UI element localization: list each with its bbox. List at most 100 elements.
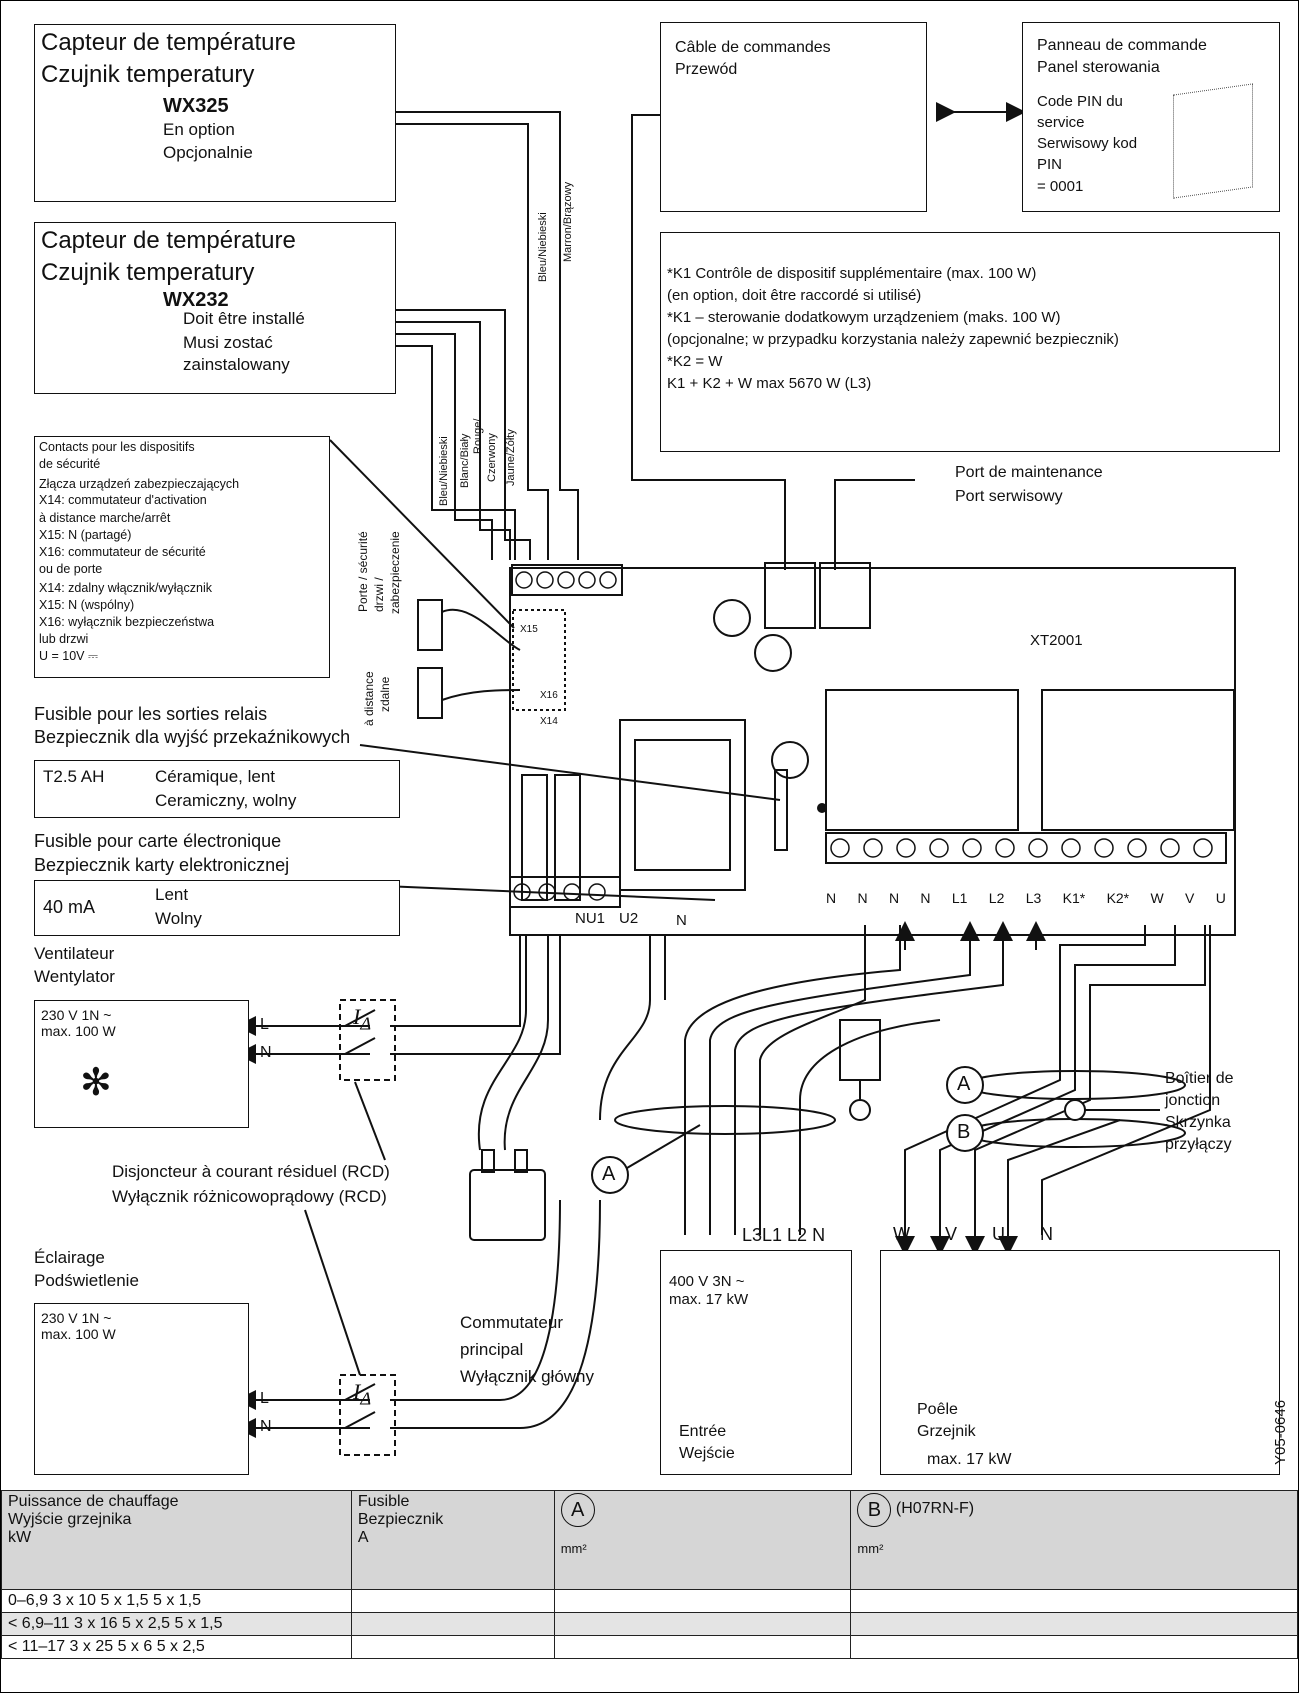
k1-note-2: (en option, doit être raccordé si utilis… [667,287,922,304]
pin-line-2: service [1037,114,1085,131]
control-cable-box: Câble de commandes Przewód [660,22,927,212]
fan-spec-2: max. 100 W [41,1023,116,1039]
input-spec-1: 400 V 3N ~ [669,1273,745,1290]
contacts-line: lub drzwi [39,632,89,646]
relay-fuse-desc-fr: Céramique, lent [155,767,276,786]
cable-a-label: A [957,1073,971,1095]
wire-label-red-fr: Rouge/ [472,418,484,454]
x15-label: X15 [520,624,538,635]
heater-box: Poêle Grzejnik max. 17 kW [880,1250,1280,1475]
input-spec-2: max. 17 kW [669,1291,749,1308]
wire-wx325-a [396,111,579,560]
heater-label-pl: Grzejnik [917,1423,976,1440]
terminal-u2-label: U2 [619,910,639,927]
light-title-pl: Podświetlenie [34,1271,139,1290]
k1-note-3: *K1 – sterowanie dodatkowym urządzeniem … [667,309,1061,326]
sensor2-required-fr: Doit être installé [183,309,305,328]
fan-icon: ✻ [80,1062,112,1104]
relay-fuse-rating: T2.5 AH [43,767,105,786]
fan-title-pl: Wentylator [34,967,115,986]
junction-label-4: przyłączy [1165,1136,1232,1153]
k1-note-box: *K1 Contrôle de dispositif supplémentair… [660,232,1280,452]
main-switch-pl: Wyłącznik główny [460,1367,594,1386]
sensor2-required-pl2: zainstalowany [183,355,290,374]
input-label-pl: Wejście [679,1445,735,1462]
contacts-line: X15: N (partagé) [39,528,132,542]
main-switch-fr-1: Commutateur [460,1313,563,1332]
wire-label-red-pl: Czerwony [486,433,498,482]
board-fuse-desc-pl: Wolny [155,909,202,928]
wire-wx325-b [396,123,549,560]
terminal-label: L3 [1025,890,1042,906]
junction-label-2: jonction [1165,1092,1221,1109]
terminal-label: U [1215,890,1226,906]
contacts-line: Złącza urządzeń zabezpieczających [39,477,240,491]
wire-label-brown: Marron/Brązowy [562,181,574,262]
sensor1-option-pl: Opcjonalnie [163,143,253,162]
terminal-label: W [1150,890,1164,906]
contacts-line: Contacts pour les dispositifs [39,440,195,454]
heater-terminal: U [991,1224,1005,1244]
contacts-line: X16: wyłącznik bezpieczeństwa [39,615,215,629]
service-port-pl: Port serwisowy [955,488,1063,505]
contacts-line: X16: commutateur de sécurité [39,545,206,559]
sensor-wx325-box: Capteur de température Czujnik temperatu… [34,24,396,202]
fan-l-label: L [260,1016,269,1033]
sensor2-required-pl: Musi zostać [183,333,273,352]
fan-box: 230 V 1N ~ max. 100 W ✻ [34,1000,249,1128]
light-title-fr: Éclairage [34,1248,105,1267]
sensor2-title-pl: Czujnik temperatury [41,259,255,286]
rcd-label-fr: Disjoncteur à courant résiduel (RCD) [112,1162,390,1181]
terminal-label: L2 [988,890,1005,906]
fan-n-label: N [260,1044,272,1061]
input-box: 400 V 3N ~ max. 17 kW Entrée Wejście [660,1250,852,1475]
k1-note-1: *K1 Contrôle de dispositif supplémentair… [667,265,1037,282]
contacts-line: X15: N (wspólny) [39,598,135,612]
heater-max: max. 17 kW [927,1451,1012,1468]
sensor1-option-fr: En option [163,120,235,139]
table-row: 0–6,9 3 x 10 5 x 1,5 5 x 1,5 [1,1589,1298,1613]
rcd-label-pl: Wyłącznik różnicowoprądowy (RCD) [112,1187,387,1206]
terminal-label: K1* [1062,890,1086,906]
terminal-label: K2* [1106,890,1130,906]
terminal-label: N [920,890,931,906]
sensor2-title-fr: Capteur de température [41,227,296,254]
panel-label-fr: Panneau de commande [1037,37,1207,54]
sensor-wx232-box: Capteur de température Czujnik temperatu… [34,222,396,394]
terminal-label: N [857,890,868,906]
sensor2-model: WX232 [163,289,229,311]
light-box: 230 V 1N ~ max. 100 W [34,1303,249,1475]
contacts-line: de sécurité [39,457,101,471]
sensor1-model: WX325 [163,95,229,117]
remote-label-a: à distance [362,671,376,726]
contacts-line: X14: zdalny włącznik/wyłącznik [39,581,212,595]
panel-label-pl: Panel sterowania [1037,59,1160,76]
terminal-label: N [826,890,837,906]
sensor1-title-pl: Czujnik temperatury [41,61,255,88]
terminal-label: N [888,890,900,906]
k1-note-4: (opcjonalne; w przypadku korzystania nal… [667,331,1119,348]
board-fuse-box: 40 mA Lent Wolny [34,880,400,936]
door-label-b: drzwi / [372,577,386,612]
remote-label-b: zdalne [378,676,392,712]
cable-b-label: B [957,1121,971,1143]
light-n-label: N [260,1418,272,1435]
pin-line-1: Code PIN du [1037,93,1123,110]
relay-fuse-title-fr: Fusible pour les sorties relais [34,704,268,724]
terminal-u1-label: NU1 [575,910,606,927]
wire-label-white: Blanc/Biały [459,433,471,488]
board-fuse-desc-fr: Lent [155,885,189,904]
circuit-board [509,567,1236,936]
panel-device-illustration [1173,83,1253,199]
pin-line-5: = 0001 [1037,178,1084,195]
contacts-line: ou de porte [39,562,103,576]
wire-label-blue-1: Bleu/Niebieski [537,212,549,282]
x16-label: X16 [540,690,558,701]
contacts-line: à distance marche/arrêt [39,511,171,525]
contacts-line: U = 10V ⎓ [39,649,98,663]
